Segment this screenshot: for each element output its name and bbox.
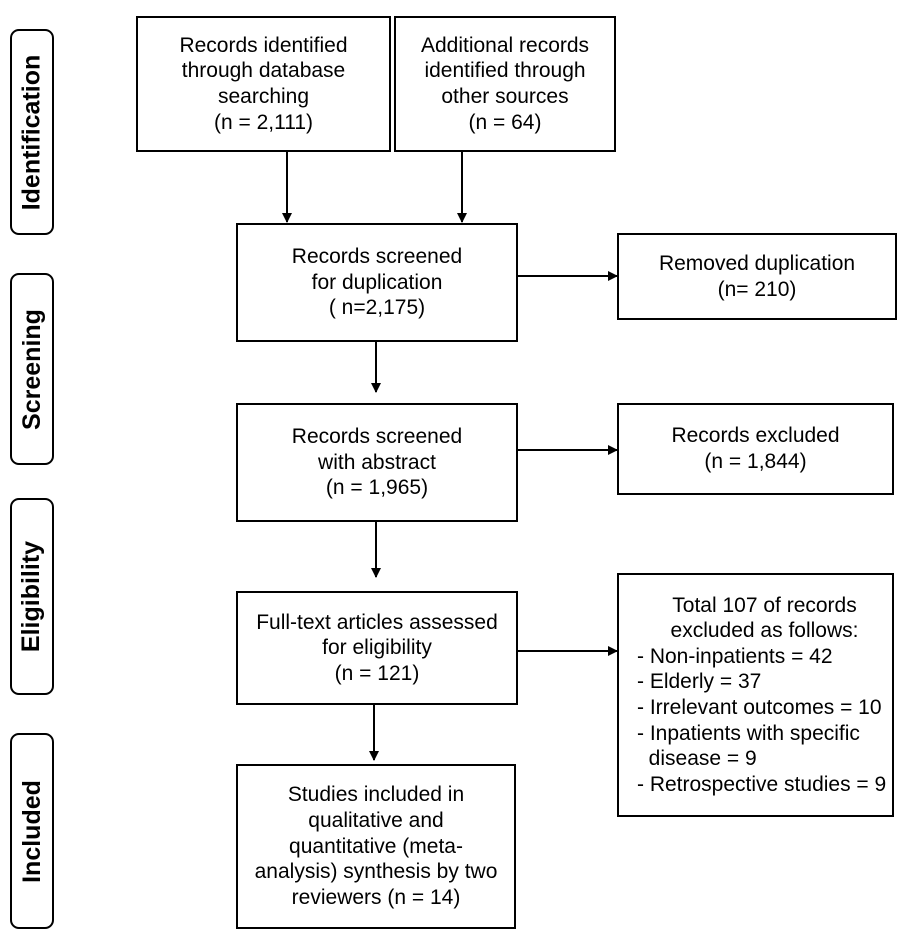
box-screened-abstract: Records screened with abstract (n = 1,96…: [236, 403, 518, 522]
box-excluded-reasons: Total 107 of records excluded as follows…: [617, 573, 894, 817]
exclusion-reason: - Irrelevant outcomes = 10: [637, 696, 882, 719]
stage-included: Included: [10, 733, 54, 929]
exclusion-reason: - Retrospective studies = 9: [637, 772, 887, 796]
stage-eligibility: Eligibility: [10, 498, 54, 695]
box-records-excluded: Records excluded (n = 1,844): [617, 403, 894, 495]
box-removed-duplication: Removed duplication (n= 210): [617, 233, 897, 320]
box-screened-duplication: Records screened for duplication ( n=2,1…: [236, 223, 518, 342]
exclusion-reason: disease = 9: [637, 747, 757, 771]
box-database-records: Records identified through database sear…: [136, 16, 391, 152]
stage-identification: Identification: [10, 29, 54, 235]
box-studies-included: Studies included in qualitative and quan…: [236, 764, 516, 929]
exclusion-reason: - Non-inpatients = 42: [637, 644, 833, 668]
box-fulltext-assessed: Full-text articles assessed for eligibil…: [236, 591, 518, 705]
stage-screening: Screening: [10, 273, 54, 465]
exclusion-reason: - Elderly = 37: [637, 670, 762, 694]
box-other-sources: Additional records identified through ot…: [394, 16, 616, 152]
exclusion-reason: - Inpatients with specific: [637, 721, 860, 745]
